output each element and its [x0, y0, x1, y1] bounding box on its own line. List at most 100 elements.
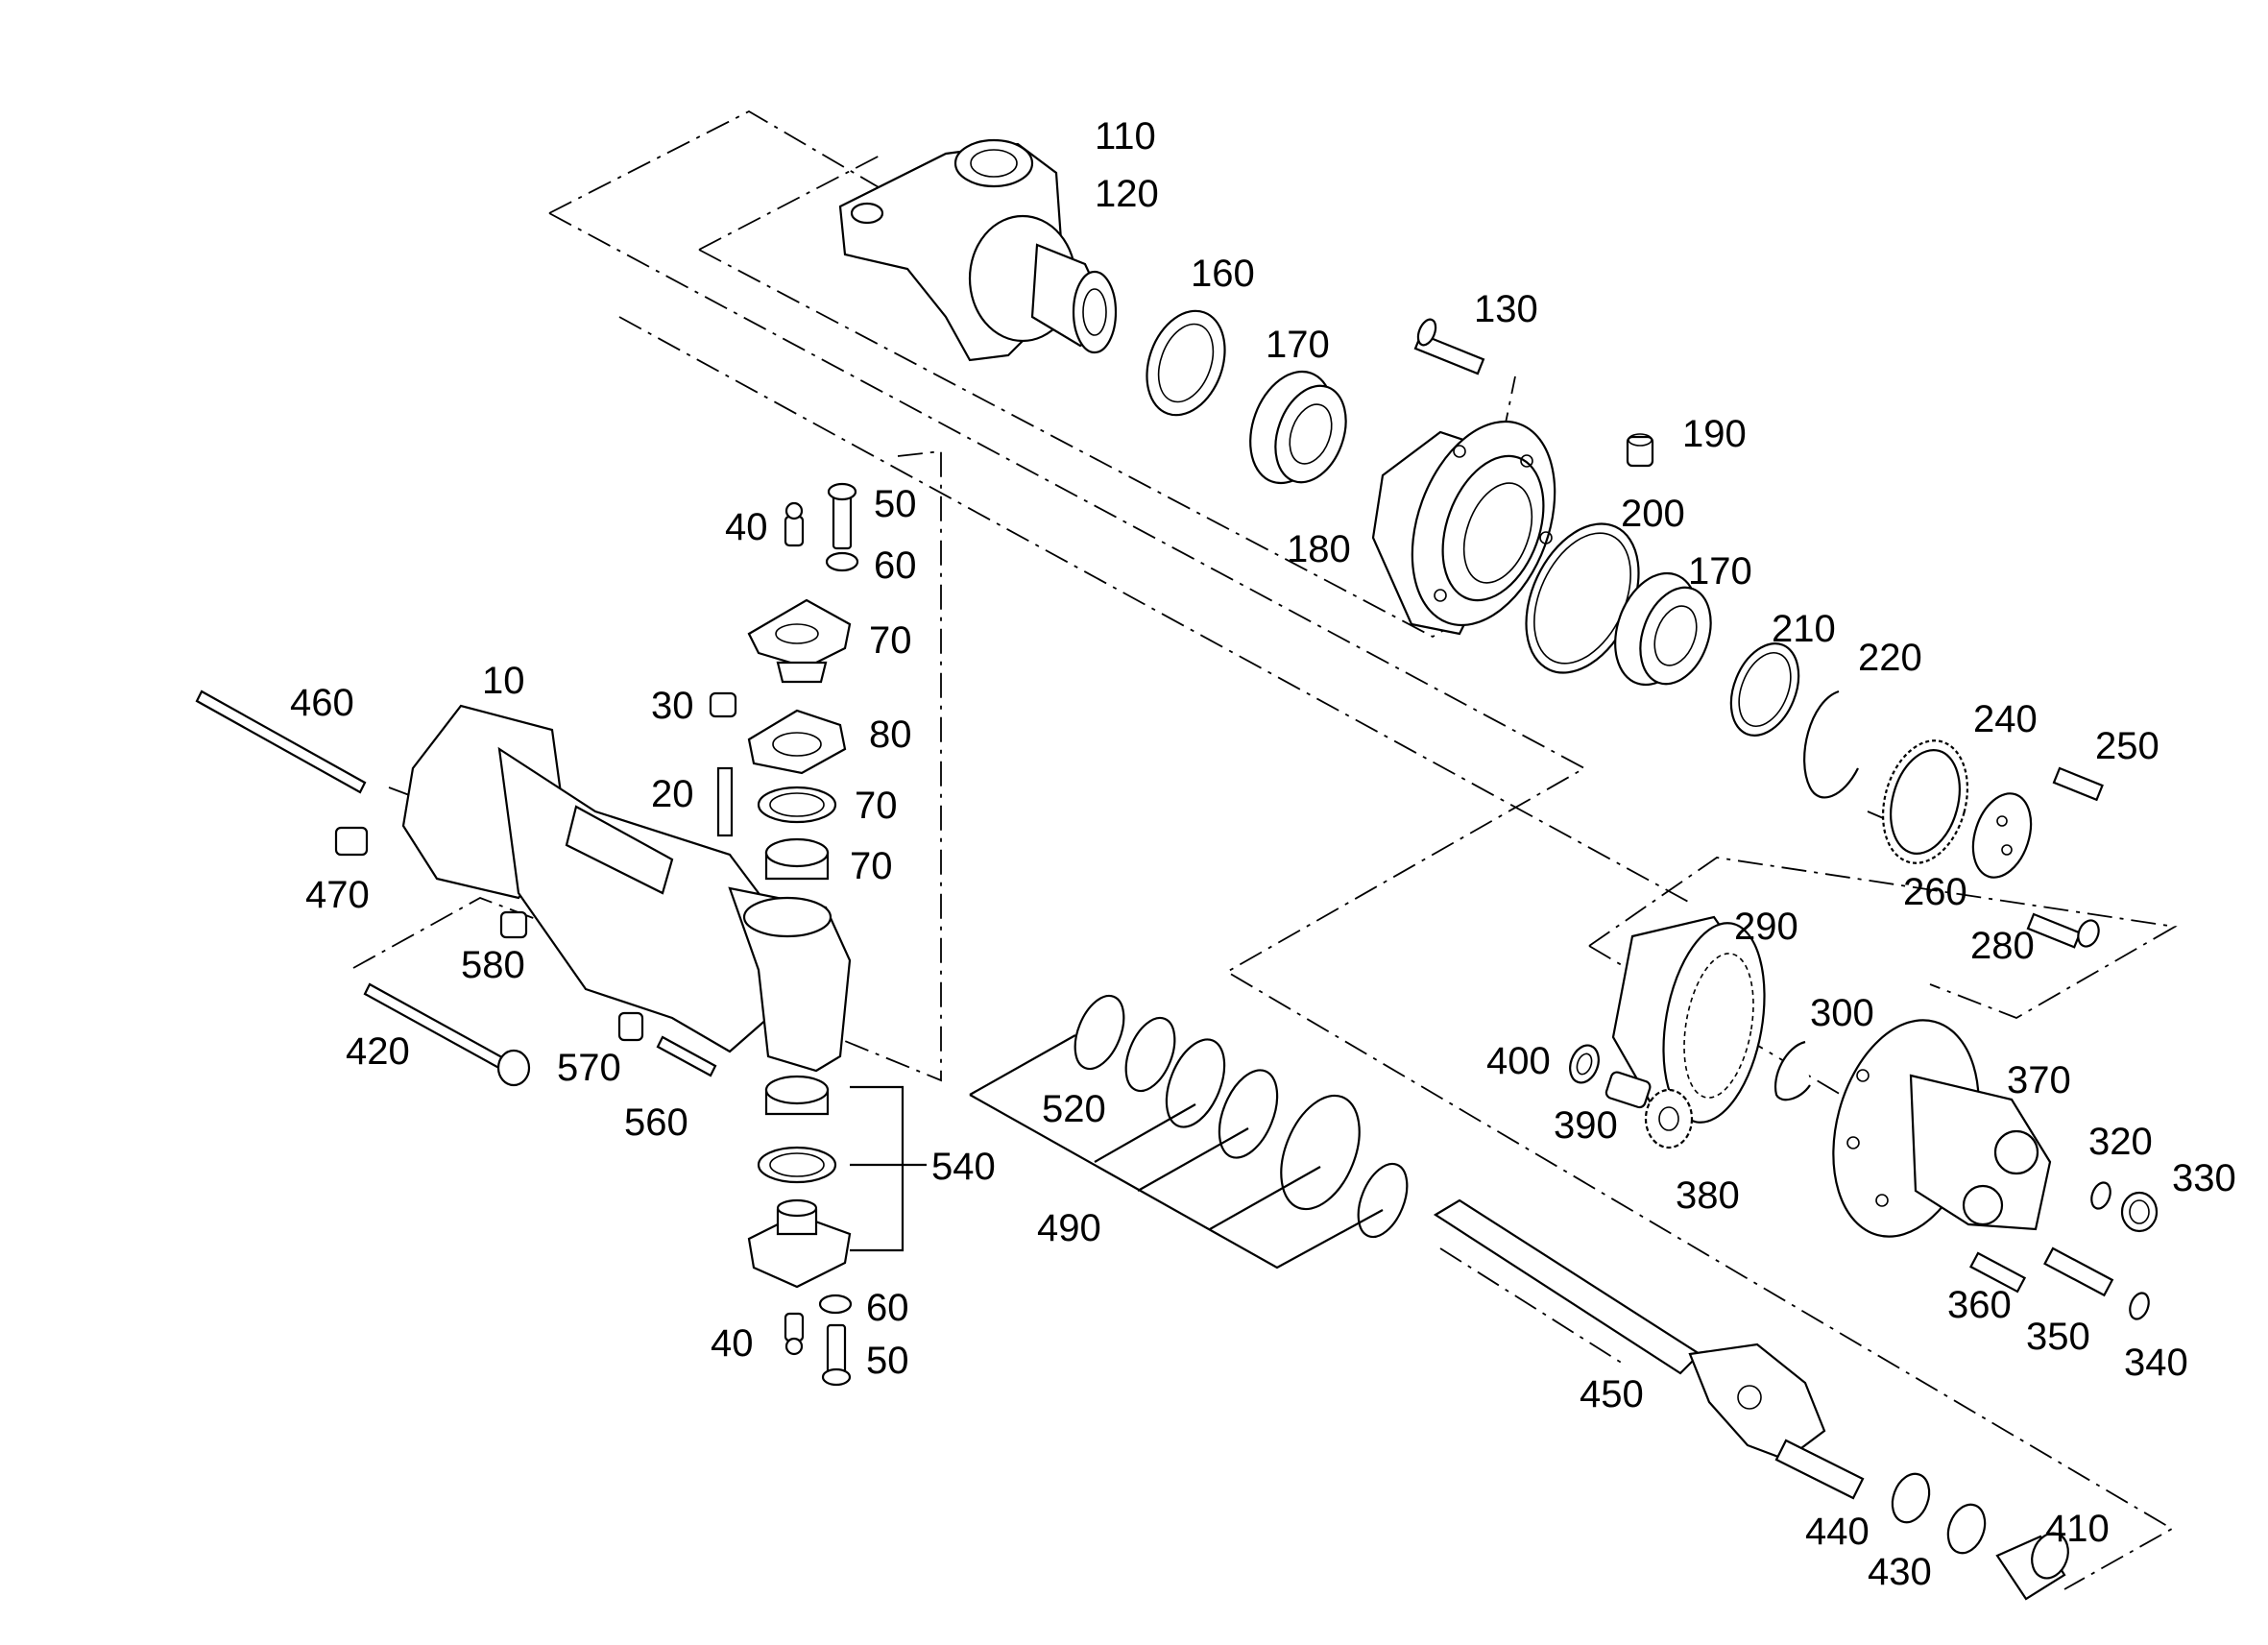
label-70-lower: 70 — [850, 845, 893, 887]
seal-430 — [1946, 1503, 1987, 1555]
label-120: 120 — [1095, 173, 1159, 215]
label-170-a: 170 — [1266, 324, 1330, 366]
label-380: 380 — [1676, 1174, 1740, 1217]
label-400: 400 — [1486, 1040, 1551, 1082]
washer-60-lower — [818, 1294, 853, 1315]
label-340: 340 — [2124, 1342, 2188, 1384]
label-560: 560 — [624, 1101, 688, 1144]
screw-350 — [2043, 1246, 2114, 1297]
label-40-lower: 40 — [711, 1322, 754, 1365]
label-70-mid: 70 — [855, 785, 898, 827]
label-430: 430 — [1868, 1551, 1932, 1593]
kingpin-cap-lower — [747, 1198, 852, 1289]
label-440: 440 — [1805, 1511, 1870, 1553]
label-260: 260 — [1903, 871, 1967, 913]
bearing-170-inner — [1614, 571, 1712, 687]
o-ring-320 — [2090, 1181, 2111, 1210]
stud-560 — [656, 1035, 717, 1077]
label-130: 130 — [1474, 288, 1538, 330]
steering-knuckle — [838, 138, 1118, 362]
grease-nipple-40-upper — [784, 501, 805, 547]
label-160: 160 — [1191, 253, 1255, 295]
label-300: 300 — [1810, 992, 1874, 1034]
label-10: 10 — [482, 660, 525, 702]
label-80: 80 — [869, 714, 912, 756]
label-570: 570 — [557, 1047, 621, 1089]
label-30: 30 — [651, 685, 694, 727]
washer-400 — [1569, 1044, 1600, 1084]
label-240: 240 — [1973, 698, 2038, 740]
label-540: 540 — [931, 1146, 996, 1188]
label-170-b: 170 — [1688, 550, 1752, 593]
wheel-hub-180 — [1371, 420, 1556, 636]
label-390: 390 — [1554, 1104, 1618, 1147]
label-420: 420 — [346, 1030, 410, 1073]
shim-ring-210 — [1729, 642, 1800, 737]
seal-440 — [1891, 1472, 1931, 1524]
bearing-170-outer — [1249, 370, 1347, 485]
label-190: 190 — [1682, 413, 1747, 455]
kingpin-cap-70-upper — [747, 598, 852, 684]
label-370: 370 — [2007, 1059, 2071, 1101]
axle-shaft-450 — [1433, 1198, 1865, 1500]
label-50-upper: 50 — [874, 483, 917, 525]
bearing-race-70-upper — [757, 786, 837, 824]
nut-580 — [499, 910, 528, 939]
label-490: 490 — [1037, 1207, 1101, 1249]
bolt-50-lower — [821, 1323, 852, 1387]
screw-360 — [1969, 1251, 2027, 1294]
label-290: 290 — [1734, 906, 1798, 948]
ring-gear-290 — [1611, 915, 1766, 1124]
label-50-lower: 50 — [866, 1340, 909, 1382]
bolt-420 — [363, 982, 531, 1087]
ring-set-490 — [1074, 994, 1409, 1239]
label-280: 280 — [1970, 925, 2035, 967]
label-60-upper: 60 — [874, 544, 917, 587]
label-110: 110 — [1095, 115, 1156, 157]
label-320: 320 — [2088, 1121, 2153, 1163]
bearing-race-540-b — [757, 1146, 837, 1184]
gasket-80 — [747, 709, 847, 775]
label-40-upper: 40 — [725, 506, 768, 548]
bracket-540 — [850, 1085, 927, 1252]
grease-nipple-40-lower — [784, 1312, 805, 1356]
nut-30 — [709, 691, 737, 718]
planet-gear-380 — [1644, 1088, 1694, 1149]
plug-330 — [2120, 1191, 2159, 1233]
label-180: 180 — [1287, 528, 1351, 570]
bolt-50-upper — [827, 482, 857, 550]
bushing-410 — [1995, 1532, 2069, 1601]
label-70-upper: 70 — [869, 619, 912, 662]
stud-460 — [195, 689, 367, 794]
nut-570 — [617, 1011, 644, 1042]
part-labels: 110 120 160 130 170 190 200 180 170 210 … — [290, 115, 2236, 1593]
plug-470 — [334, 826, 369, 857]
label-200: 200 — [1621, 493, 1685, 535]
axle-housing-10 — [401, 704, 852, 1073]
label-250: 250 — [2095, 725, 2159, 767]
label-360: 360 — [1947, 1284, 2012, 1326]
label-470: 470 — [305, 874, 370, 916]
label-220: 220 — [1858, 637, 1922, 679]
stud-20 — [716, 766, 734, 837]
o-ring-340 — [2129, 1292, 2150, 1320]
label-410: 410 — [2045, 1508, 2110, 1550]
label-580: 580 — [461, 944, 525, 986]
label-20: 20 — [651, 773, 694, 815]
sun-gear-240 — [1881, 739, 1969, 864]
bearing-70 — [764, 837, 830, 881]
nut-190 — [1626, 433, 1654, 468]
label-60-lower: 60 — [866, 1287, 909, 1329]
pin-250 — [2052, 766, 2104, 802]
wheel-stud-130 — [1413, 318, 1485, 375]
label-350: 350 — [2026, 1316, 2090, 1358]
seal-ring-160 — [1146, 309, 1226, 417]
needle-bearing-390 — [1604, 1071, 1652, 1109]
screw-280 — [2026, 912, 2100, 949]
snap-ring-300 — [1773, 1040, 1811, 1101]
label-460: 460 — [290, 682, 354, 724]
bearing-540-a — [764, 1075, 830, 1116]
label-330: 330 — [2172, 1157, 2236, 1199]
